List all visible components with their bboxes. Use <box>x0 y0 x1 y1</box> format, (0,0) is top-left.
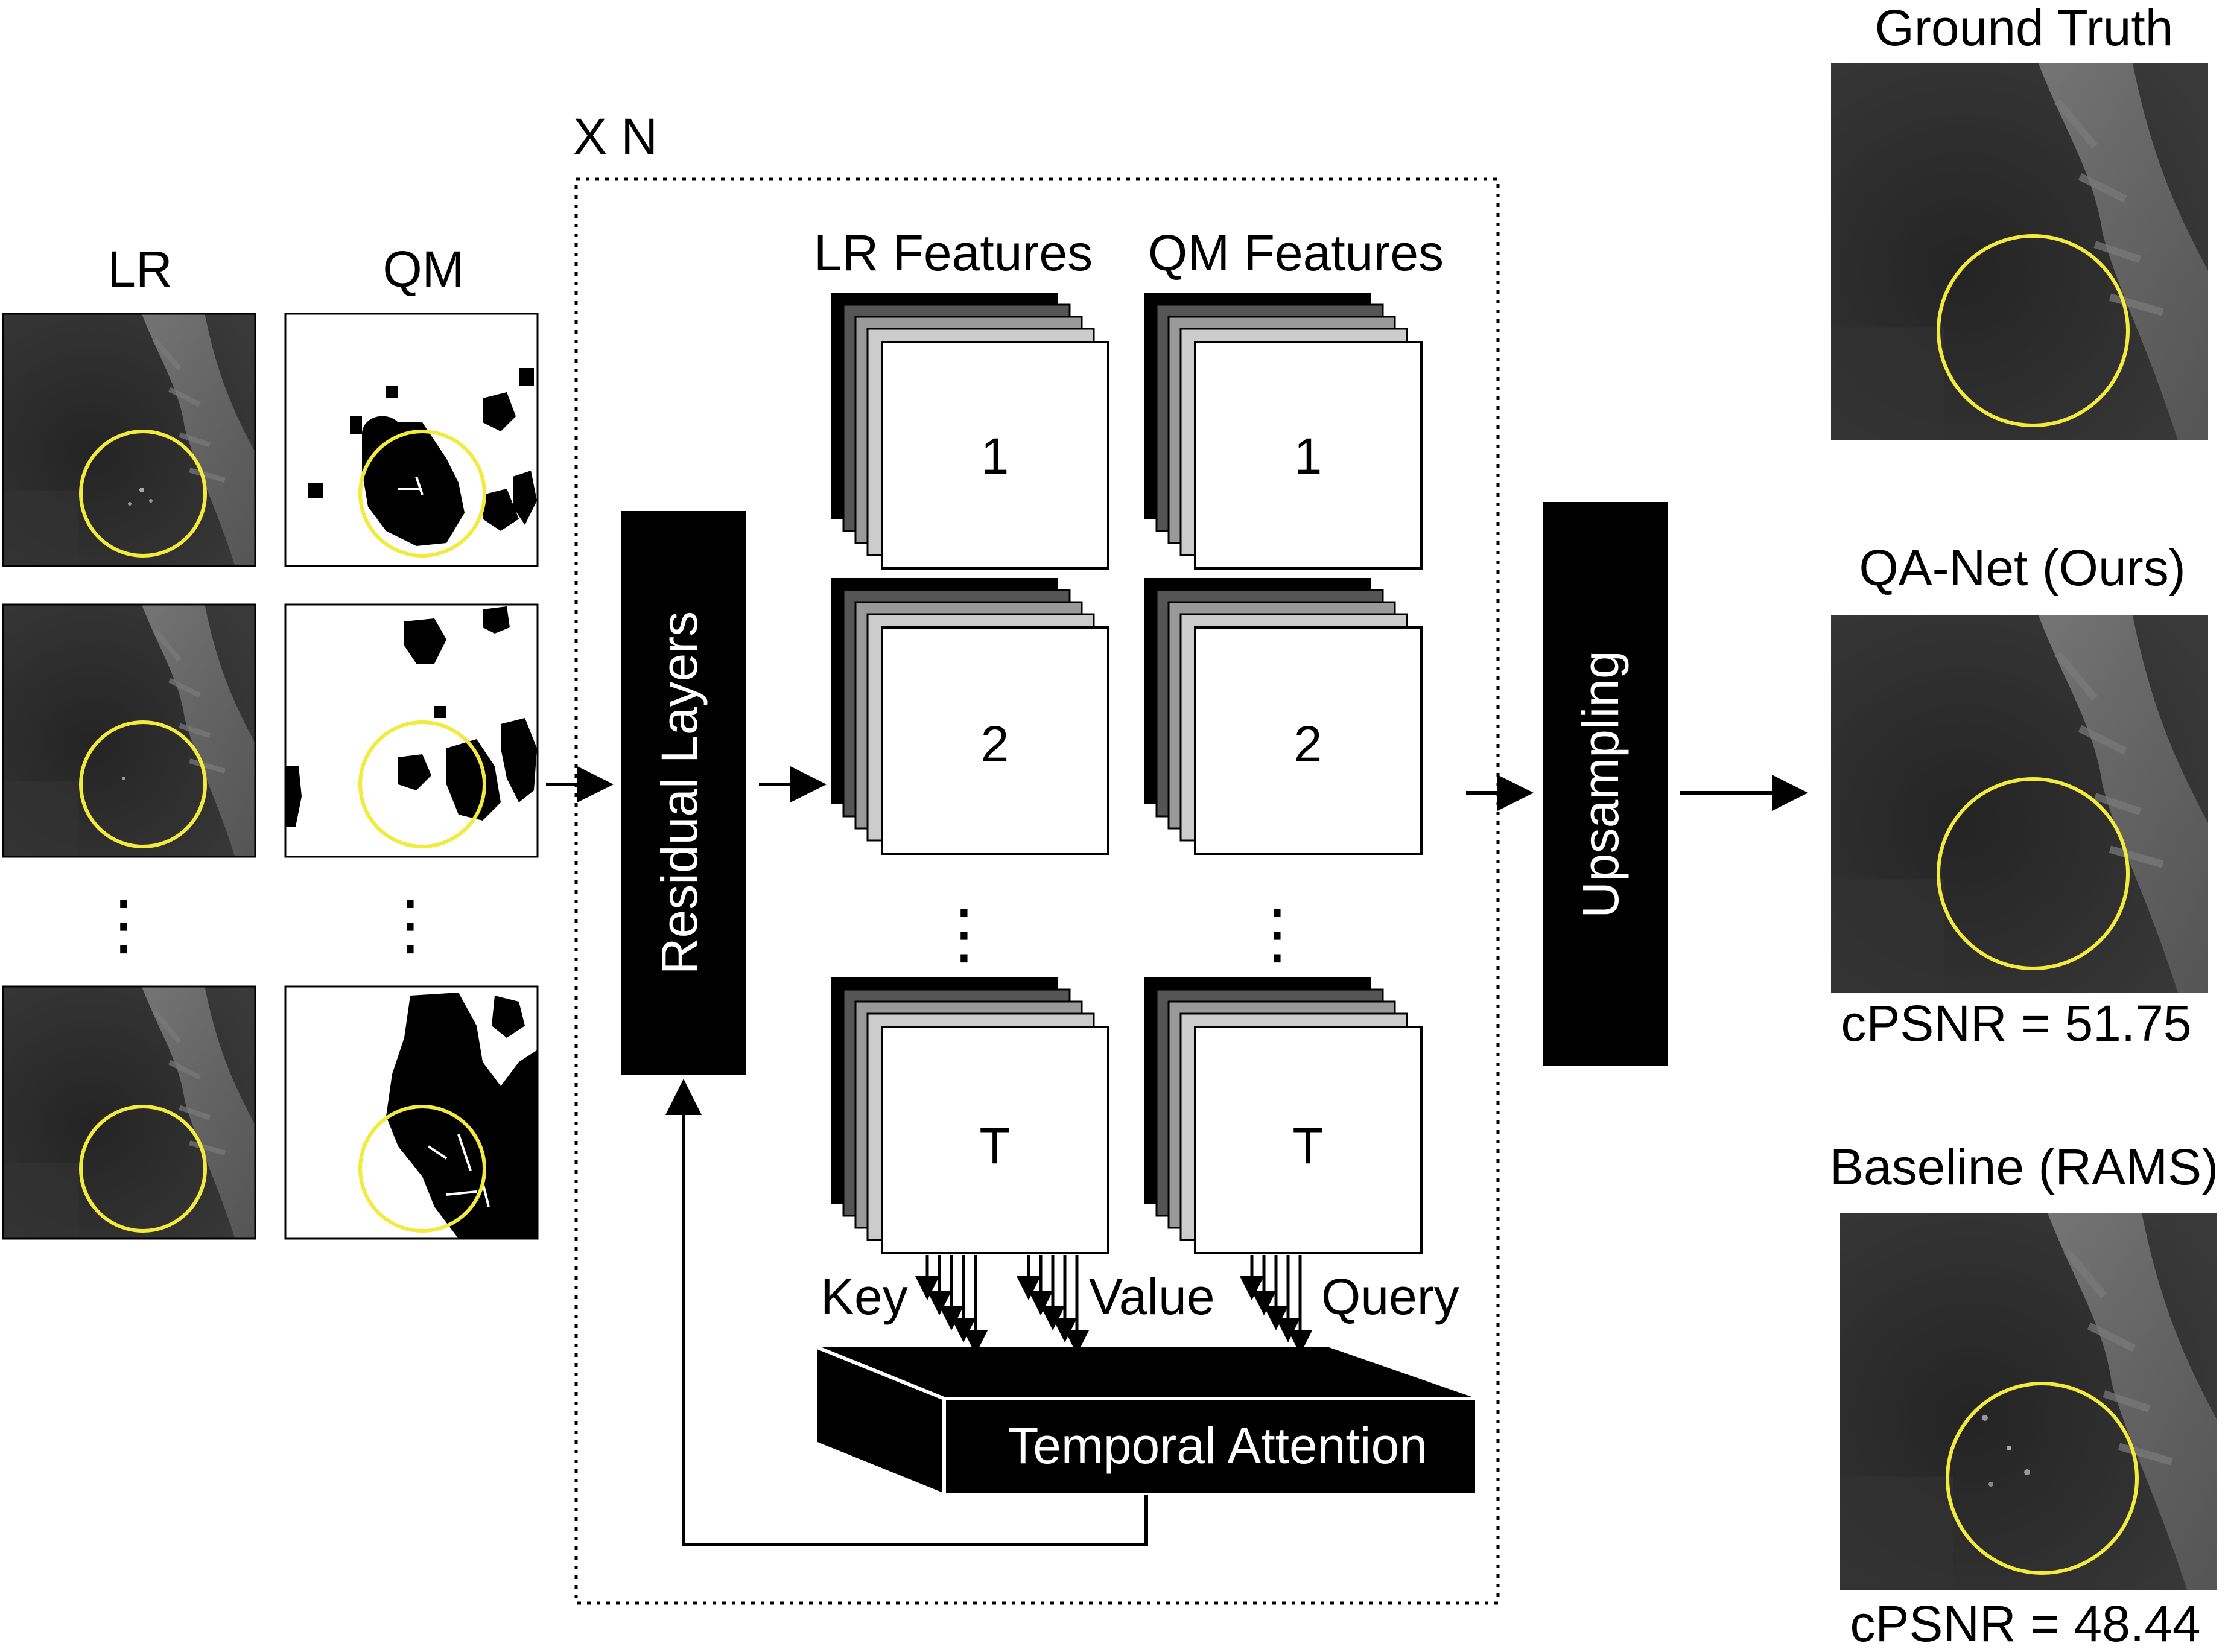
repeat-label: X N <box>573 108 658 165</box>
lr-feature-stack: 2 <box>831 578 1109 855</box>
frame-index: 1 <box>981 428 1009 484</box>
frame-index: 1 <box>1294 428 1322 484</box>
frame-index: 2 <box>981 716 1009 772</box>
lr-feature-stack: T <box>831 977 1109 1254</box>
qm-ellipsis: ⋮ <box>377 888 443 962</box>
lr-ellipsis: ⋮ <box>90 888 157 962</box>
temporal-attention-block: Temporal Attention <box>814 1344 1479 1498</box>
baseline-output-image <box>1840 1213 2217 1590</box>
key-arrows <box>915 1255 988 1355</box>
highlight-circle <box>1937 777 2130 970</box>
lr-image <box>3 314 255 566</box>
value-label: Value <box>1089 1268 1215 1325</box>
qanet-cpsnr: cPSNR = 51.75 <box>1841 995 2191 1052</box>
lr-features-ellipsis: ⋮ <box>931 897 997 971</box>
highlight-circle <box>79 430 207 558</box>
residual-layers-label: Residual Layers <box>651 611 708 974</box>
query-arrows <box>1240 1255 1312 1355</box>
highlight-circle <box>1937 234 2130 427</box>
baseline-cpsnr: cPSNR = 48.44 <box>1850 1595 2200 1652</box>
baseline-title: Baseline (RAMS) <box>1830 1139 2218 1195</box>
lr-image <box>3 986 255 1239</box>
upsampling-block: Upsampling <box>1543 502 1668 1066</box>
upsampling-label: Upsampling <box>1572 650 1629 918</box>
temporal-attention-label: Temporal Attention <box>1008 1417 1427 1474</box>
qanet-title: QA-Net (Ours) <box>1859 539 2185 596</box>
residual-layers-block: Residual Layers <box>621 511 746 1075</box>
frame-index: T <box>1292 1117 1323 1174</box>
highlight-circle <box>79 1105 207 1233</box>
highlight-circle <box>79 720 207 848</box>
lr-image <box>3 605 255 857</box>
query-label: Query <box>1321 1268 1459 1325</box>
qm-feature-stack: T <box>1144 977 1423 1254</box>
qm-feature-stack: 2 <box>1144 578 1423 855</box>
highlight-circle <box>358 430 486 558</box>
repeat-block-outline <box>574 177 1500 1605</box>
lr-feature-stack: 1 <box>831 293 1109 570</box>
qm-feature-stack: 1 <box>1144 293 1423 570</box>
qm-features-title: QM Features <box>1148 224 1444 281</box>
qanet-output-image <box>1831 615 2208 993</box>
key-label: Key <box>820 1268 908 1325</box>
frame-index: T <box>979 1117 1010 1174</box>
feedback-loop-arrow <box>665 1079 1148 1546</box>
qm-features-ellipsis: ⋮ <box>1244 897 1310 971</box>
ground-truth-title: Ground Truth <box>1875 0 2174 56</box>
frame-index: 2 <box>1294 716 1322 772</box>
qm-mask <box>284 985 539 1240</box>
highlight-circle <box>1946 1382 2139 1575</box>
highlight-circle <box>358 720 486 848</box>
lr-column-title: LR <box>107 241 172 297</box>
highlight-circle <box>358 1105 486 1233</box>
value-arrows <box>1017 1255 1089 1355</box>
qm-mask <box>284 313 539 567</box>
ground-truth-image <box>1831 63 2208 440</box>
lr-features-title: LR Features <box>814 224 1093 281</box>
qm-mask <box>284 603 539 858</box>
qm-column-title: QM <box>382 241 464 297</box>
